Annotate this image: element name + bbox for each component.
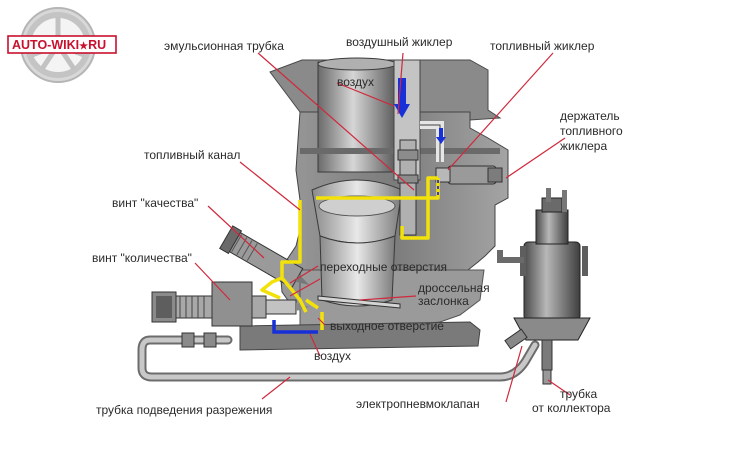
fuel-path <box>260 176 440 330</box>
label-quantity-screw: винт "количества" <box>92 251 192 265</box>
label-emulsion-tube: эмульсионная трубка <box>164 39 284 53</box>
label-jet-holder-line3: жиклера <box>560 139 607 153</box>
logo-text: AUTO-WIKI★RU <box>12 38 106 52</box>
label-air-top: воздух <box>337 75 374 89</box>
label-jet-holder-line2: топливного <box>560 124 623 138</box>
site-logo[interactable]: AUTO-WIKI★RU <box>7 7 117 83</box>
label-fuel-jet: топливный жиклер <box>490 39 595 53</box>
label-vacuum-tube: трубка подведения разрежения <box>96 403 272 417</box>
label-air-jet: воздушный жиклер <box>346 35 453 49</box>
label-jet-holder-line1: держатель <box>560 109 620 123</box>
label-fuel-channel: топливный канал <box>144 148 240 162</box>
label-manifold-tube-line1: трубка <box>560 387 598 401</box>
label-quality-screw: винт "качества" <box>112 196 198 210</box>
leader-lines <box>194 52 571 403</box>
label-transition-holes: переходные отверстия <box>320 260 447 274</box>
label-outlet: выходное отверстие <box>330 319 444 333</box>
label-throttle-line1: дроссельная <box>418 281 490 295</box>
label-solenoid-valve: электропневмоклапан <box>356 397 480 411</box>
label-manifold-tube-line2: от коллектора <box>532 401 611 415</box>
solenoid-valve <box>497 188 591 385</box>
diagram-labels: эмульсионная трубка воздушный жиклер топ… <box>92 35 623 417</box>
label-air-bottom: воздух <box>314 349 351 363</box>
label-throttle-line2: заслонка <box>418 294 469 308</box>
